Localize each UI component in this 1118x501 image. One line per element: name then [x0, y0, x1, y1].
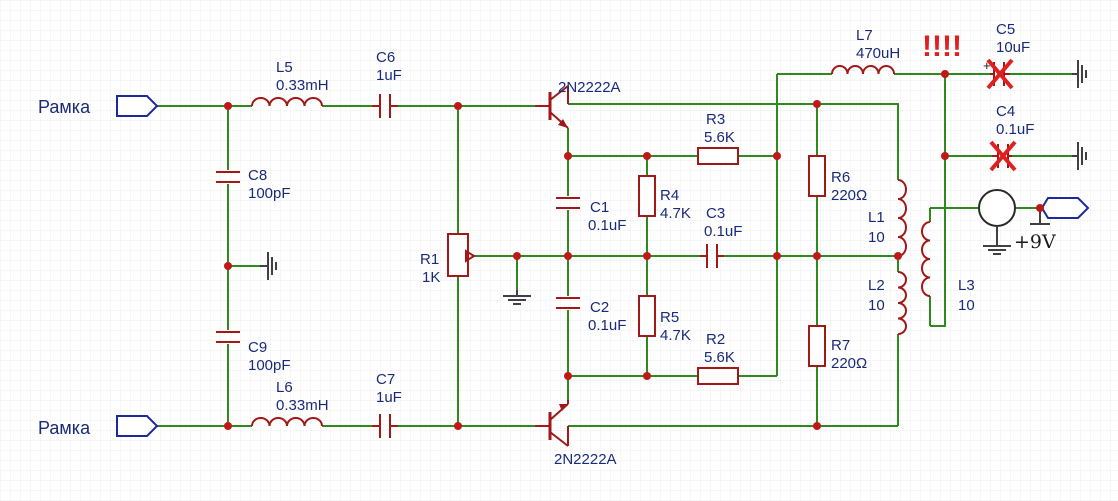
- cross-icon-c5: [986, 58, 1014, 90]
- C4-ref: C4: [996, 103, 1015, 120]
- inductor-L1: L1 10: [868, 179, 907, 257]
- capacitor-C3: C3 0.1uF: [700, 205, 742, 268]
- ground-icon-c5: [1072, 60, 1087, 88]
- C3-ref: C3: [706, 205, 725, 222]
- resistor-R4: R4 4.7K: [638, 175, 691, 222]
- C4-value: 0.1uF: [996, 121, 1034, 138]
- Q2-value: 2N2222A: [554, 451, 617, 468]
- R7-value: 220Ω: [831, 355, 867, 372]
- R5-ref: R5: [660, 309, 679, 326]
- capacitor-C6: C6 1uF: [372, 49, 402, 118]
- L3-value: 10: [958, 297, 975, 314]
- L5-ref: L5: [276, 59, 293, 76]
- R2-value: 5.6K: [704, 349, 735, 366]
- transistor-Q1: 2N2222A: [535, 79, 621, 129]
- C2-ref: C2: [590, 299, 609, 316]
- C7-value: 1uF: [376, 389, 402, 406]
- ground-icon-c4: [1072, 142, 1087, 170]
- R4-value: 4.7K: [660, 205, 691, 222]
- L3-ref: L3: [958, 277, 975, 294]
- L1-value: 10: [868, 229, 885, 246]
- wires: [157, 73, 1072, 427]
- C9-value: 100pF: [248, 357, 291, 374]
- port-supply[interactable]: [1040, 197, 1090, 219]
- C9-ref: C9: [248, 339, 267, 356]
- Q1-value: 2N2222A: [558, 79, 621, 96]
- R4-ref: R4: [660, 187, 679, 204]
- C5-polarity: +: [983, 58, 991, 73]
- C7-ref: C7: [376, 371, 395, 388]
- R6-value: 220Ω: [831, 187, 867, 204]
- C6-value: 1uF: [376, 67, 402, 84]
- R5-value: 4.7K: [660, 327, 691, 344]
- junction-dots: [224, 70, 1044, 430]
- L6-ref: L6: [276, 379, 293, 396]
- capacitor-C7: C7 1uF: [372, 371, 402, 438]
- C1-value: 0.1uF: [588, 217, 626, 234]
- R6-ref: R6: [831, 169, 850, 186]
- R1-ref: R1: [420, 251, 439, 268]
- L2-value: 10: [868, 297, 885, 314]
- C6-ref: C6: [376, 49, 395, 66]
- capacitor-C9: C9 100pF: [216, 331, 291, 374]
- inductor-L5: L5 0.33mH: [251, 59, 329, 107]
- inductor-L7: L7 470uH: [831, 27, 900, 75]
- port-input-top[interactable]: Рамка: [38, 95, 159, 117]
- C3-value: 0.1uF: [704, 223, 742, 240]
- R7-ref: R7: [831, 337, 850, 354]
- resistor-R5: R5 4.7K: [638, 295, 691, 344]
- inductor-L2: L2 10: [868, 271, 907, 335]
- C8-value: 100pF: [248, 185, 291, 202]
- inductor-L6: L6 0.33mH: [251, 379, 329, 427]
- voltage-source-icon: +9V: [978, 189, 1056, 255]
- resistor-R2: R2 5.6K: [697, 331, 739, 385]
- supply-voltage-label: +9V: [1014, 231, 1056, 253]
- resistor-R3: R3 5.6K: [697, 111, 739, 165]
- capacitor-C8: C8 100pF: [216, 167, 291, 202]
- resistor-R7: R7 220Ω: [808, 325, 867, 372]
- resistor-R6: R6 220Ω: [808, 155, 867, 204]
- port-input-bottom[interactable]: Рамка: [38, 415, 159, 438]
- capacitor-C5: + C5 10uF: [983, 21, 1030, 86]
- L2-ref: L2: [868, 277, 885, 294]
- port-input-bottom-label: Рамка: [38, 418, 91, 438]
- port-input-top-label: Рамка: [38, 97, 91, 117]
- ground-icon-c8c9: [260, 252, 277, 280]
- capacitor-C2: C2 0.1uF: [556, 297, 626, 334]
- C5-ref: C5: [996, 21, 1015, 38]
- warning-mark: !!!!: [922, 30, 962, 63]
- L7-ref: L7: [856, 27, 873, 44]
- R3-ref: R3: [706, 111, 725, 128]
- capacitor-C1: C1 0.1uF: [556, 197, 626, 234]
- R2-ref: R2: [706, 331, 725, 348]
- C8-ref: C8: [248, 167, 267, 184]
- C1-ref: C1: [590, 199, 609, 216]
- C5-value: 10uF: [996, 39, 1030, 56]
- L7-value: 470uH: [856, 45, 900, 62]
- L6-value: 0.33mH: [276, 397, 329, 414]
- R1-value: 1K: [422, 269, 440, 286]
- R3-value: 5.6K: [704, 129, 735, 146]
- ground-icon-r1: [503, 290, 531, 305]
- C2-value: 0.1uF: [588, 317, 626, 334]
- L1-ref: L1: [868, 209, 885, 226]
- L5-value: 0.33mH: [276, 77, 329, 94]
- inductor-L3: L3 10: [921, 221, 975, 314]
- transistor-Q2: 2N2222A: [535, 400, 617, 468]
- cross-icon-c4: [989, 140, 1017, 172]
- potentiometer-R1: R1 1K: [420, 233, 476, 286]
